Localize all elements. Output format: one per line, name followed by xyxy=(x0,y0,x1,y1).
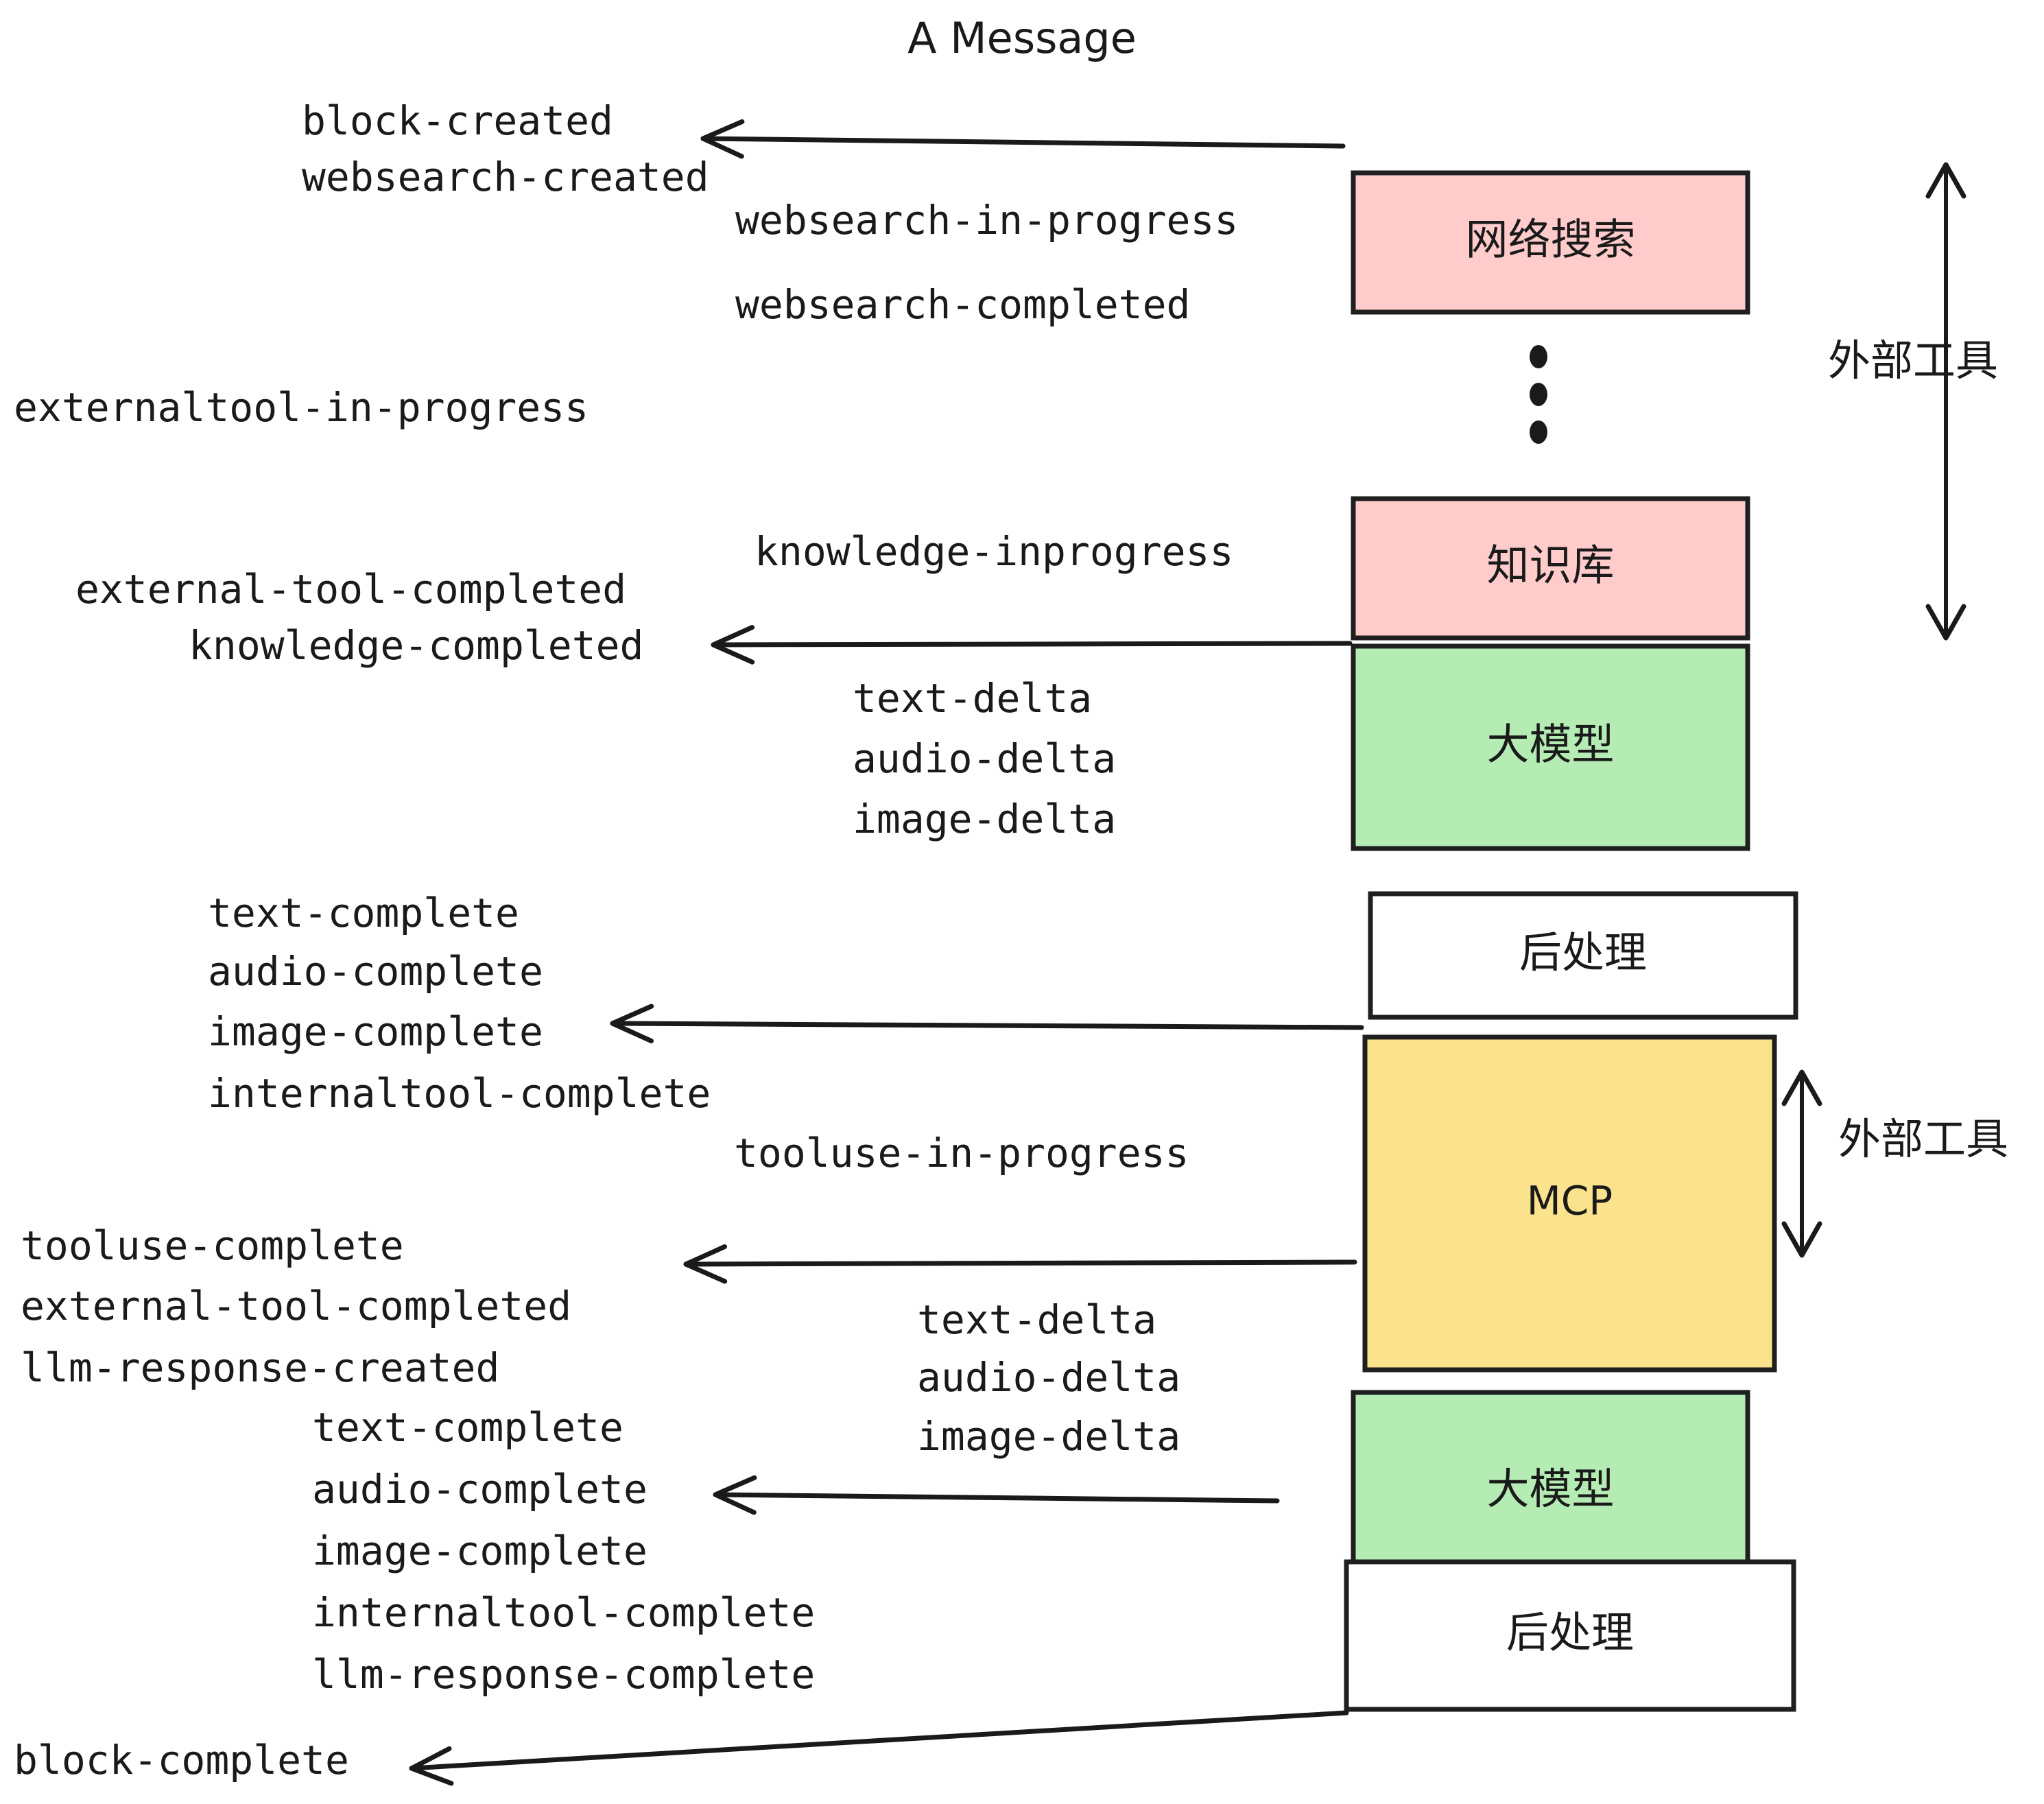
box-label-mcp: MCP xyxy=(1527,1178,1613,1224)
box-label-llm-top: 大模型 xyxy=(1486,720,1614,770)
box-label-postprocess-top: 后处理 xyxy=(1519,927,1647,977)
event-externaltool-in-progress: externaltool-in-progress xyxy=(14,384,589,431)
arrow-mcp-to-imagecomplete-head xyxy=(610,1004,654,1044)
external-tools-top-dim-head-down xyxy=(1925,604,1966,641)
event-image-complete-1: image-complete xyxy=(208,1008,543,1055)
arrow-mcp-to-imagecomplete xyxy=(610,1004,1364,1044)
external-tools-bottom-dim xyxy=(1781,1069,1822,1258)
event-block-created: block-created xyxy=(302,97,613,144)
event-audio-delta-2: audio-delta xyxy=(917,1354,1180,1401)
event-knowledge-completed: knowledge-completed xyxy=(189,622,643,669)
box-postprocess-bottom: 后处理 xyxy=(1344,1559,1796,1712)
arrow-llm-to-knowledgecompleted-shaft xyxy=(711,641,1353,648)
event-websearch-in-progress: websearch-in-progress xyxy=(735,197,1238,244)
arrow-llm-to-audiocomplete-head xyxy=(713,1475,757,1515)
event-labels: block-created websearch-created websearch-… xyxy=(14,97,1238,1783)
box-mcp: MCP xyxy=(1362,1034,1777,1373)
connector-arrows xyxy=(409,119,1364,1786)
arrow-websearch-to-blockcreated-shaft xyxy=(700,136,1346,149)
event-audio-delta-1: audio-delta xyxy=(853,735,1116,782)
event-knowledge-inprogress: knowledge-inprogress xyxy=(754,528,1233,575)
event-image-delta-1: image-delta xyxy=(853,796,1116,842)
box-label-websearch: 网络搜索 xyxy=(1465,215,1635,265)
event-text-delta-2: text-delta xyxy=(917,1296,1156,1343)
event-external-tool-completed-2: external-tool-completed xyxy=(21,1283,571,1329)
arrow-websearch-to-blockcreated xyxy=(700,119,1346,159)
ellipsis-dot-2 xyxy=(1530,383,1547,406)
box-label-llm-bottom: 大模型 xyxy=(1486,1464,1614,1514)
box-rect-websearch xyxy=(1351,170,1750,315)
event-audio-complete-2: audio-complete xyxy=(312,1466,647,1512)
external-tools-top-dim-head-up xyxy=(1925,162,1966,199)
box-label-knowledge: 知识库 xyxy=(1486,541,1614,591)
event-tooluse-complete: tooluse-complete xyxy=(21,1222,404,1269)
event-text-complete-2: text-complete xyxy=(312,1404,623,1451)
box-rect-knowledge xyxy=(1351,496,1750,641)
event-text-complete-1: text-complete xyxy=(208,890,519,936)
arrow-llm-to-audiocomplete xyxy=(713,1475,1280,1515)
event-internaltool-complete-1: internaltool-complete xyxy=(208,1070,711,1117)
event-internaltool-complete-2: internaltool-complete xyxy=(312,1589,815,1636)
event-websearch-completed: websearch-completed xyxy=(735,281,1190,328)
arrow-mcp-to-imagecomplete-shaft xyxy=(610,1021,1364,1030)
label-external-tools-bottom: 外部工具 xyxy=(1838,1114,2008,1164)
page-title: A Message xyxy=(907,13,1137,63)
event-external-tool-completed-1: external-tool-completed xyxy=(75,566,626,613)
box-llm-top: 大模型 xyxy=(1351,643,1750,851)
arrow-postprocess-to-blockcomplete-shaft xyxy=(409,1710,1349,1771)
external-tools-bottom-dim-head-down xyxy=(1781,1221,1822,1258)
arrow-websearch-to-blockcreated-head xyxy=(700,119,745,159)
arrow-llm-to-audiocomplete-shaft xyxy=(713,1492,1280,1504)
box-rect-postprocess-bottom xyxy=(1344,1559,1796,1712)
event-llm-response-created: llm-response-created xyxy=(21,1344,499,1391)
event-tooluse-in-progress: tooluse-in-progress xyxy=(734,1130,1189,1176)
external-tools-top-dim xyxy=(1925,162,1966,641)
event-audio-complete-1: audio-complete xyxy=(208,948,543,995)
arrow-llm-to-toolusecomplete-shaft xyxy=(683,1259,1357,1267)
box-rect-mcp xyxy=(1362,1034,1777,1373)
box-rect-llm-top xyxy=(1351,643,1750,851)
event-llm-response-complete: llm-response-complete xyxy=(312,1651,815,1698)
arrow-postprocess-to-blockcomplete xyxy=(409,1710,1349,1786)
arrow-llm-to-toolusecomplete xyxy=(683,1244,1357,1284)
box-label-postprocess-bottom: 后处理 xyxy=(1506,1608,1634,1658)
arrow-llm-to-knowledgecompleted xyxy=(711,625,1353,665)
external-tools-bottom-dim-head-up xyxy=(1781,1069,1822,1106)
arrow-llm-to-toolusecomplete-head xyxy=(683,1244,728,1284)
external-tool-range-arrows xyxy=(1781,162,1966,1258)
ellipsis-dots xyxy=(1530,345,1547,444)
box-postprocess-top: 后处理 xyxy=(1368,891,1798,1020)
event-websearch-created: websearch-created xyxy=(302,154,709,200)
event-image-complete-2: image-complete xyxy=(312,1528,647,1574)
box-knowledge: 知识库 xyxy=(1351,496,1750,641)
event-block-complete: block-complete xyxy=(14,1737,349,1783)
box-rect-llm-bottom xyxy=(1351,1390,1750,1594)
ellipsis-dot-3 xyxy=(1530,420,1547,444)
ellipsis-dot-1 xyxy=(1530,345,1547,368)
box-llm-bottom: 大模型 xyxy=(1351,1390,1750,1594)
arrow-postprocess-to-blockcomplete-head xyxy=(409,1746,454,1786)
label-external-tools-top: 外部工具 xyxy=(1828,335,1998,385)
event-image-delta-2: image-delta xyxy=(917,1413,1180,1460)
box-rect-postprocess-top xyxy=(1368,891,1798,1020)
arrow-llm-to-knowledgecompleted-head xyxy=(711,625,755,665)
event-text-delta-1: text-delta xyxy=(853,675,1092,722)
box-websearch: 网络搜索 xyxy=(1351,170,1750,315)
